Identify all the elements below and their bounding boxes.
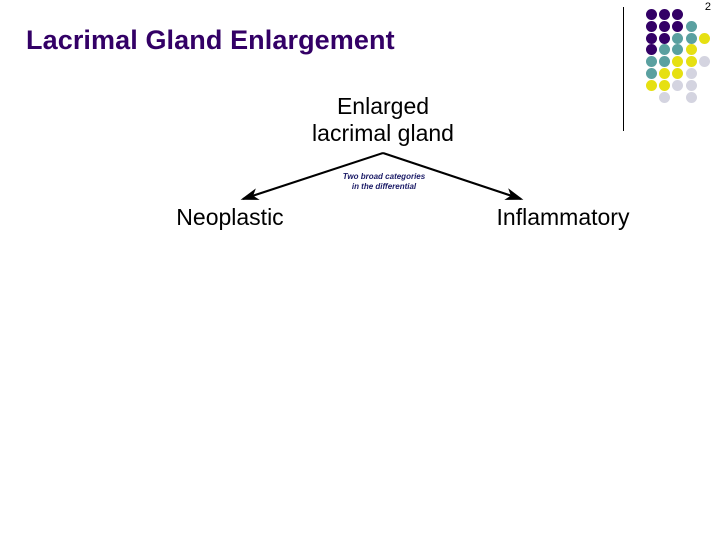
diagram-edge-note: Two broad categories in the differential bbox=[342, 172, 426, 191]
decorative-dot bbox=[659, 56, 671, 68]
decorative-dot bbox=[646, 20, 657, 32]
decorative-dot bbox=[672, 56, 684, 68]
decorative-dot bbox=[646, 9, 657, 20]
decorative-dot bbox=[685, 32, 697, 44]
decorative-dot bbox=[698, 32, 710, 44]
decorative-dot bbox=[685, 56, 697, 68]
decorative-dot bbox=[659, 68, 671, 79]
decorative-vertical-rule bbox=[623, 7, 624, 131]
decorative-dot bbox=[685, 68, 697, 79]
decorative-dot bbox=[672, 68, 684, 79]
diagram-node-inflammatory: Inflammatory bbox=[496, 204, 630, 230]
decorative-dot-grid bbox=[646, 9, 716, 105]
decorative-dot bbox=[659, 20, 671, 32]
decorative-dot bbox=[685, 44, 697, 56]
decorative-dot bbox=[659, 9, 671, 20]
slide-number: 2 bbox=[704, 1, 711, 13]
decorative-dot bbox=[646, 56, 657, 68]
decorative-dot bbox=[659, 79, 671, 91]
decorative-dot bbox=[646, 32, 657, 44]
decorative-dot bbox=[646, 68, 657, 79]
arrow-to-inflammatory bbox=[382, 152, 524, 200]
diagram-arrows bbox=[240, 152, 524, 200]
flow-diagram: Enlarged lacrimal gland Two broad catego… bbox=[0, 0, 720, 260]
decorative-dot bbox=[659, 44, 671, 56]
decorative-dot bbox=[685, 79, 697, 91]
decorative-dot bbox=[685, 91, 697, 103]
diagram-node-root: Enlarged lacrimal gland bbox=[312, 93, 454, 146]
decorative-dot bbox=[672, 32, 684, 44]
decorative-dot bbox=[659, 91, 671, 103]
decorative-dot bbox=[672, 9, 684, 20]
decorative-dot bbox=[672, 44, 684, 56]
decorative-dot bbox=[646, 79, 657, 91]
diagram-node-neoplastic: Neoplastic bbox=[176, 204, 284, 230]
decorative-dot bbox=[685, 20, 697, 32]
arrow-to-neoplastic bbox=[240, 152, 384, 200]
decorative-dot bbox=[659, 32, 671, 44]
decorative-dot bbox=[672, 20, 684, 32]
decorative-dot bbox=[646, 44, 657, 56]
page-title: Lacrimal Gland Enlargement bbox=[26, 25, 395, 55]
decorative-dot bbox=[698, 56, 710, 68]
decorative-dot bbox=[672, 79, 684, 91]
